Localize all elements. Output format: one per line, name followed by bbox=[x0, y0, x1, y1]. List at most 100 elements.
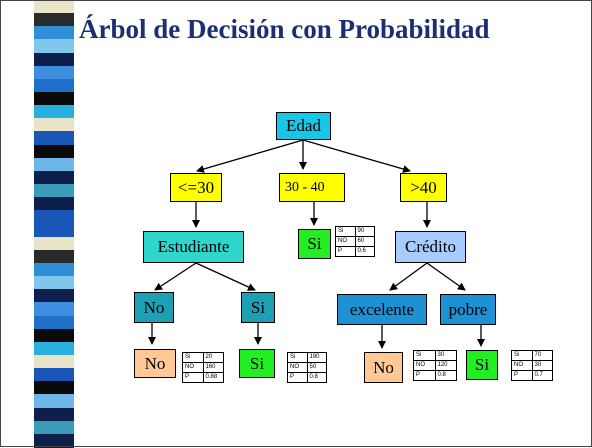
leaf-30-40-si: Si bbox=[298, 229, 331, 259]
leaf-credito-pobre: Si bbox=[466, 350, 498, 380]
slide-title: Árbol de Decisión con Probabilidad bbox=[79, 14, 490, 44]
stats-value: 60 bbox=[354, 236, 375, 247]
stats-key: NO bbox=[511, 360, 533, 371]
stats-value: 20 bbox=[202, 352, 224, 363]
stripe-band bbox=[34, 170, 74, 185]
stripe-band bbox=[34, 105, 74, 119]
stats-key: NO bbox=[335, 236, 356, 247]
stats-value: 0.8 bbox=[306, 372, 327, 383]
stats-key: P bbox=[182, 372, 204, 383]
stripe-band bbox=[34, 249, 74, 264]
stripe-band bbox=[34, 368, 74, 382]
stats-value: 70 bbox=[531, 350, 553, 361]
stripe-band bbox=[34, 131, 74, 146]
stats-value: 90 bbox=[354, 226, 375, 237]
stats-value: 30 bbox=[434, 350, 457, 361]
stats-key: P bbox=[335, 246, 356, 257]
stats-key: NO bbox=[287, 362, 308, 373]
stripe-band bbox=[34, 354, 74, 369]
stripe-band bbox=[34, 157, 74, 172]
stats-value: 0.88 bbox=[202, 372, 224, 383]
stripe-band bbox=[34, 236, 74, 251]
stats-key: P bbox=[287, 372, 308, 383]
stats-key: NO bbox=[413, 360, 436, 371]
stripe-band bbox=[34, 52, 74, 67]
stats-value: 50 bbox=[306, 362, 327, 373]
stripe-band bbox=[34, 341, 74, 356]
stripe-band bbox=[34, 26, 74, 41]
leaf-estudiante-no: No bbox=[134, 349, 176, 378]
stripe-band bbox=[34, 262, 74, 277]
stats-key: Si bbox=[182, 352, 204, 363]
stripe-band bbox=[34, 289, 74, 303]
stats-value: 0.7 bbox=[531, 370, 553, 381]
stripe-band bbox=[34, 184, 74, 198]
edge-root-gt40 bbox=[302, 139, 411, 173]
node-estudiante: Estudiante bbox=[143, 231, 244, 263]
stripe-band bbox=[34, 65, 74, 80]
stripe-band bbox=[34, 407, 74, 422]
stats-key: P bbox=[413, 370, 436, 381]
node-credito: Crédito bbox=[395, 231, 466, 263]
edge-credito-excelente bbox=[389, 262, 428, 291]
stripe-band bbox=[34, 197, 74, 211]
stripe-band bbox=[34, 13, 74, 27]
stripe-band bbox=[34, 276, 74, 290]
stats-key: Si bbox=[413, 350, 436, 361]
decorative-stripe-bar bbox=[34, 0, 74, 448]
stripe-band bbox=[34, 92, 74, 106]
stripe-band bbox=[34, 328, 74, 343]
stripe-band bbox=[34, 78, 74, 93]
stats-value: 160 bbox=[202, 362, 224, 373]
stats-key: P bbox=[511, 370, 533, 381]
stats-value: 190 bbox=[306, 352, 327, 363]
stripe-band bbox=[34, 39, 74, 54]
stripe-band bbox=[34, 223, 74, 238]
stats-key: NO bbox=[182, 362, 204, 373]
node-root-edad: Edad bbox=[276, 112, 331, 140]
edge-credito-pobre bbox=[426, 262, 466, 291]
node-estudiante-si: Si bbox=[241, 292, 275, 323]
node-credito-excelente: excelente bbox=[337, 294, 427, 325]
node-estudiante-no: No bbox=[134, 292, 174, 323]
node-age-30-40: 30 - 40 bbox=[279, 173, 345, 202]
stripe-band bbox=[34, 144, 74, 159]
stats-value: 0.8 bbox=[434, 370, 457, 381]
stripe-band bbox=[34, 302, 74, 317]
stats-key: Si bbox=[335, 226, 356, 237]
leaf-credito-excelente: No bbox=[364, 352, 403, 383]
stripe-band bbox=[34, 394, 74, 409]
stats-value: 30 bbox=[531, 360, 553, 371]
edge-estudiante-no bbox=[154, 262, 197, 291]
stats-value: 120 bbox=[434, 360, 457, 371]
stripe-band bbox=[34, 381, 74, 395]
stripe-band bbox=[34, 210, 74, 225]
stripe-band bbox=[34, 420, 74, 435]
stripe-band bbox=[34, 315, 74, 330]
edge-root-le30 bbox=[196, 139, 304, 173]
node-credito-pobre: pobre bbox=[440, 294, 496, 325]
stats-value: 0.6 bbox=[354, 246, 375, 257]
node-age-le30: <=30 bbox=[170, 173, 222, 202]
stripe-band bbox=[34, 0, 74, 14]
